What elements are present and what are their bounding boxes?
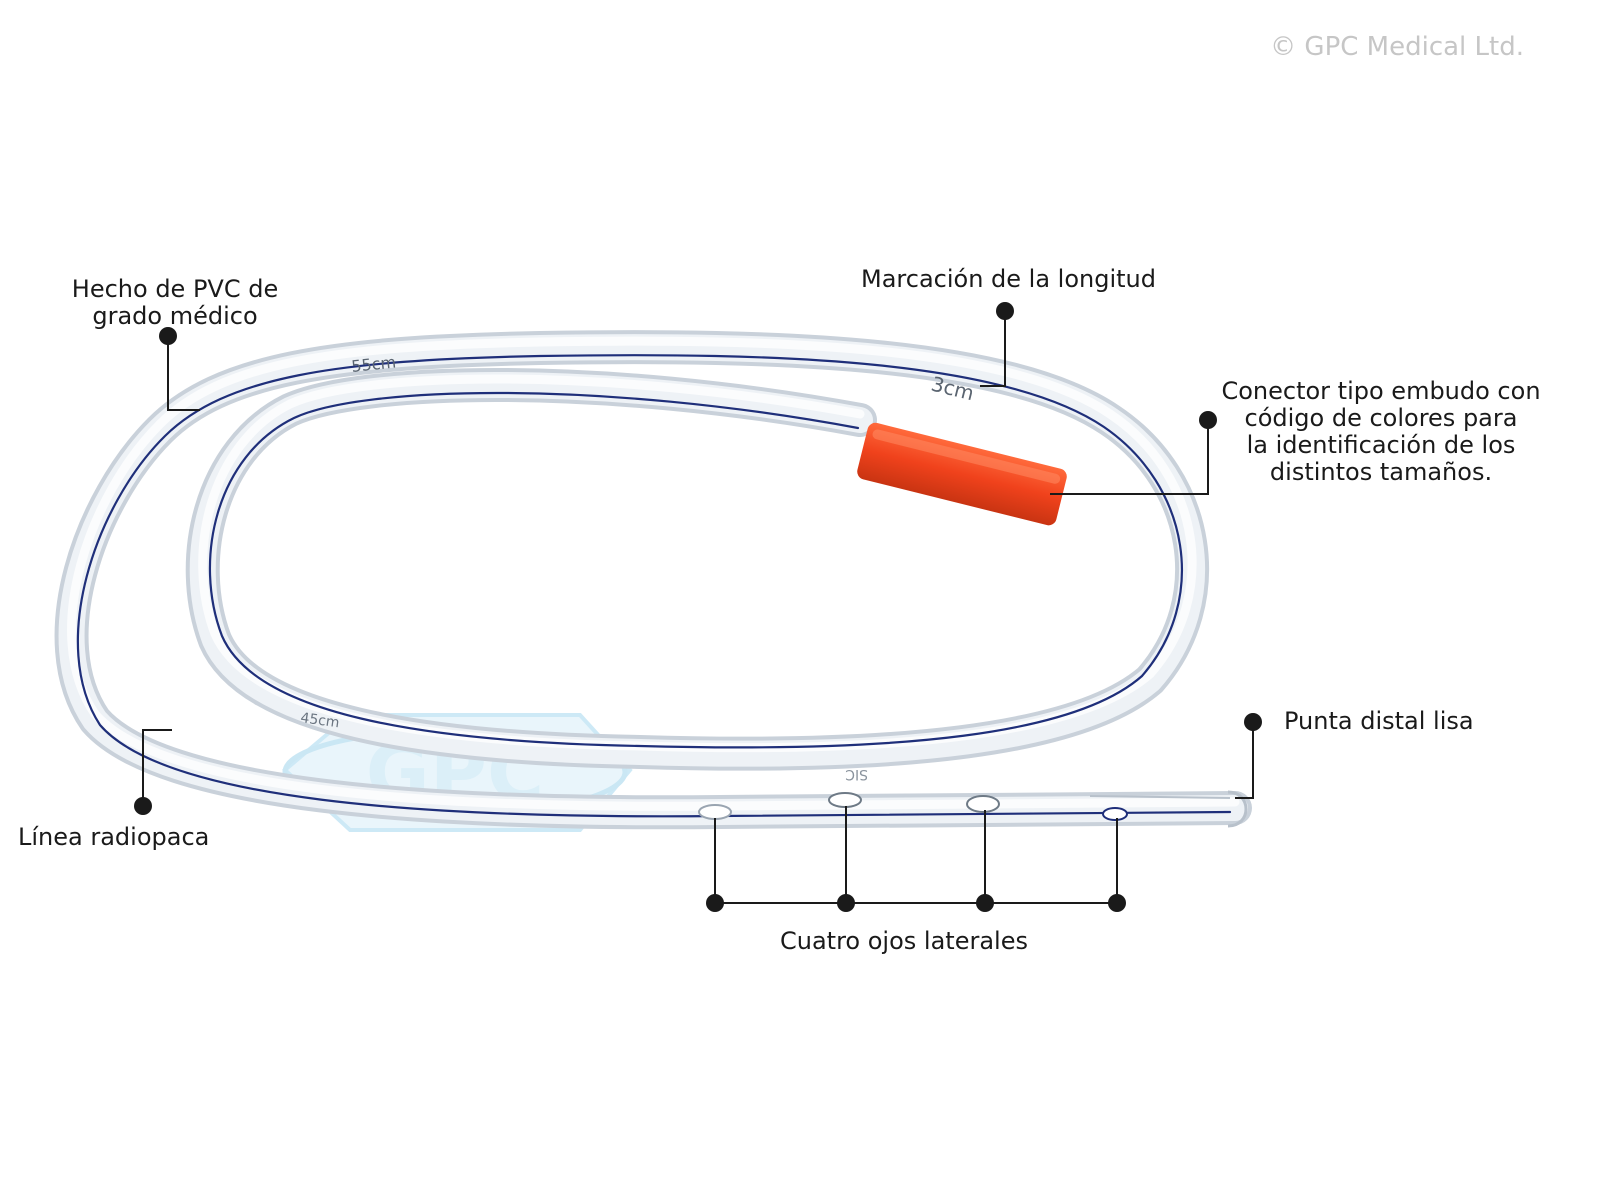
tube-marking-55: 55cm <box>350 352 396 376</box>
tube-marking-45: 45cm <box>299 710 340 731</box>
radiopaque-leader <box>142 729 172 806</box>
catheter-tube: 55cm 45cm 3cm SIC <box>54 330 1252 830</box>
connector-callout-line-4: distintos tamaños. <box>1269 458 1493 486</box>
tip-callout: Punta distal lisa <box>1284 707 1474 735</box>
connector-callout-line-1: Conector tipo embudo con <box>1221 377 1541 405</box>
length-marking-dot <box>996 302 1014 320</box>
length-marking-leader <box>980 311 1006 387</box>
side-eye-dot-2 <box>837 894 855 912</box>
connector-dot <box>1199 411 1217 429</box>
side-eye-dot-4 <box>1108 894 1126 912</box>
connector-callout-line-2: código de colores para <box>1244 404 1518 432</box>
tip-leader <box>1235 722 1254 799</box>
funnel-connector <box>857 422 1067 526</box>
length-marking-callout: Marcación de la longitud <box>861 265 1156 293</box>
pvc-callout-line-2: grado médico <box>92 302 258 330</box>
connector-callout: Conector tipo embudo con código de color… <box>1200 378 1562 486</box>
side-eye-3 <box>966 795 1000 813</box>
leader-dots <box>134 302 1262 912</box>
side-eyes-callout: Cuatro ojos laterales <box>780 927 1028 955</box>
radiopaque-dot <box>134 797 152 815</box>
tip-dot <box>1244 713 1262 731</box>
copyright-text: © GPC Medical Ltd. <box>1270 32 1524 62</box>
radiopaque-callout: Línea radiopaca <box>18 823 210 851</box>
side-eye-dot-3 <box>976 894 994 912</box>
radiopaque-line <box>76 354 1232 818</box>
tube-marking-sic: SIC <box>845 766 868 782</box>
connector-leader <box>1050 420 1209 495</box>
side-eye-2 <box>828 792 862 808</box>
pvc-callout-line-1: Hecho de PVC de <box>71 275 279 303</box>
connector-callout-line-3: la identificación de los <box>1246 431 1516 459</box>
distal-tip <box>1227 790 1248 828</box>
side-eye-1 <box>698 804 732 820</box>
pvc-leader <box>167 336 200 411</box>
leader-lines <box>142 311 1254 904</box>
pvc-callout: Hecho de PVC de grado médico <box>60 276 290 330</box>
side-eye-4 <box>1102 807 1128 821</box>
pvc-dot <box>159 327 177 345</box>
side-eye-dot-1 <box>706 894 724 912</box>
